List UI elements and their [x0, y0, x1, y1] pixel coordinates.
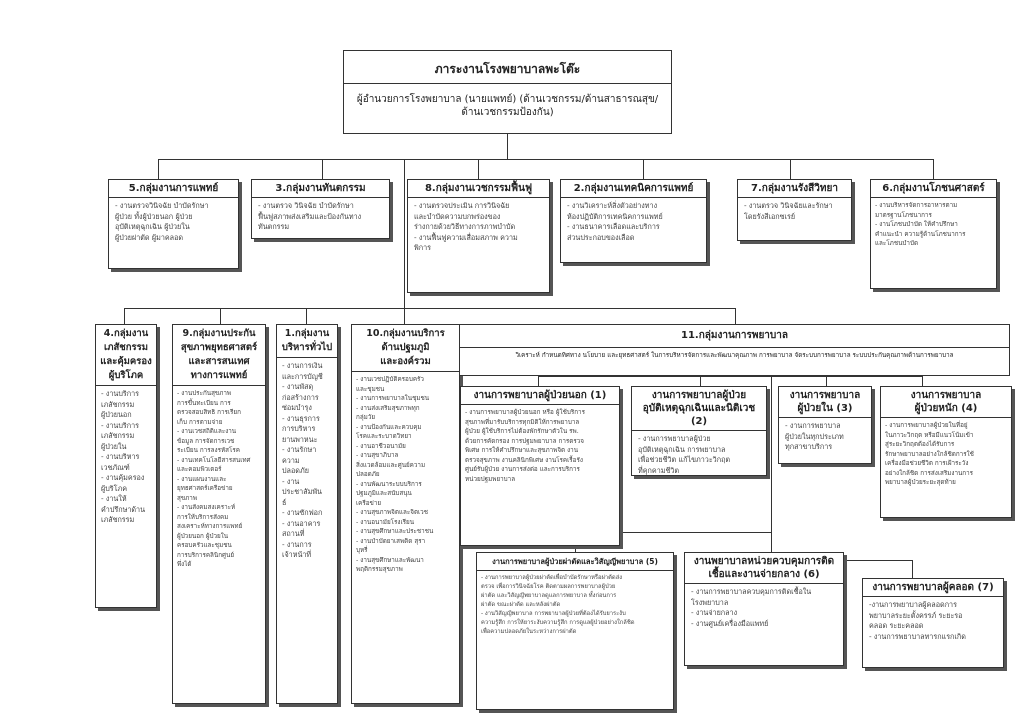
unit-title: งานการพยาบาล ผู้ป่วยหนัก (4)	[881, 387, 1011, 418]
connector	[124, 308, 125, 324]
connector	[922, 376, 923, 386]
group-duties: - งานวิเคราะห์สิ่งตัวอย่างทาง ห้องปฏิบัต…	[567, 201, 663, 242]
group-rehabilitation: 8.กลุ่มงานเวชกรรมฟื้นฟู - งานตรวจประเมิน…	[407, 179, 550, 293]
unit-duties: - งานการพยาบาลควบคุมการติดเชื้อใน โรงพยา…	[691, 587, 812, 628]
group-duties: - งานประกันสุขภาพ การขึ้นทะเบียน การ ตรว…	[177, 390, 251, 568]
group-nursing: 11.กลุ่มงานการพยาบาล วิเคราะห์ กำหนดทิศท…	[459, 324, 1010, 376]
unit-title: งานการพยาบาลผู้คลอด (7)	[863, 579, 1003, 597]
connector	[404, 308, 405, 324]
nursing-labor: งานการพยาบาลผู้คลอด (7) -งานการพยาบาลผู้…	[862, 578, 1004, 668]
group-title: 6.กลุ่มงานโภชนศาสตร์	[871, 180, 996, 198]
nursing-outpatient: งานการพยาบาลผู้ป่วยนอก (1) - งานการพยาบา…	[460, 386, 620, 546]
org-title: ภาระงานโรงพยาบาลพะโต๊ะ	[344, 51, 671, 84]
group-duties: - งานตรวจ วินิจฉัยและรักษา โดยรังสีเอกซเ…	[744, 201, 833, 221]
unit-duties: - งานการพยาบาล ผู้ป่วยในทุกประเภท ทุกสาข…	[785, 421, 844, 451]
nursing-infection-control: งานพยาบาลหน่วยควบคุมการติด เชื้อและงานจ่…	[684, 552, 844, 666]
director-title: ผู้อำนวยการโรงพยาบาล (นายแพทย์) (ด้านเวช…	[356, 94, 659, 118]
group-title: 8.กลุ่มงานเวชกรรมฟื้นฟู	[408, 180, 549, 198]
connector	[700, 376, 701, 386]
group-duties: - งานบริหารจัดการอาหารตาม มาตรฐานโภชนากา…	[875, 202, 966, 247]
group-health-insurance-strategy: 9.กลุ่มงานประกัน สุขภาพยุทธศาสตร์ และสาร…	[172, 324, 266, 704]
connector	[912, 560, 913, 578]
group-medical: 5.กลุ่มงานการแพทย์ - งานตรวจวินิจฉัย บำบ…	[108, 179, 239, 269]
group-title: 3.กลุ่มงานทันตกรรม	[252, 180, 389, 198]
connector	[538, 376, 539, 386]
nursing-emergency: งานการพยาบาลผู้ป่วย อุบัติเหตุฉุกเฉินและ…	[631, 386, 767, 476]
group-pharmacy: 4.กลุ่มงาน เภสัชกรรม และคุ้มครอง ผู้บริโ…	[95, 324, 157, 608]
group-title: 7.กลุ่มงานรังสีวิทยา	[738, 180, 851, 198]
group-duties: - งานการเงิน และการบัญชี - งานพัสดุ ก่อส…	[282, 361, 323, 559]
connector	[771, 376, 772, 560]
group-title: 2.กลุ่มงานเทคนิคการแพทย์	[561, 180, 706, 198]
group-title: 1.กลุ่มงาน บริหารทั่วไป	[277, 325, 337, 358]
group-nutrition: 6.กลุ่มงานโภชนศาสตร์ - งานบริหารจัดการอา…	[870, 179, 997, 289]
group-title: 11.กลุ่มงานการพยาบาล	[460, 325, 1009, 348]
connector	[404, 159, 405, 309]
nursing-surgery-anesthesia: งานการพยาบาลผู้ป่วยผ่าตัดและวิสัญญีพยาบา…	[476, 552, 674, 710]
group-title: 9.กลุ่มงานประกัน สุขภาพยุทธศาสตร์ และสาร…	[173, 325, 265, 386]
unit-title: งานการพยาบาลผู้ป่วยผ่าตัดและวิสัญญีพยาบา…	[477, 553, 673, 571]
connector	[575, 532, 771, 533]
connector	[158, 159, 933, 160]
connector	[933, 159, 934, 179]
group-radiology: 7.กลุ่มงานรังสีวิทยา - งานตรวจ วินิจฉัยแ…	[737, 179, 852, 241]
connector	[306, 308, 307, 324]
unit-duties: - งานการพยาบาลผู้ป่วยนอก หรือ ผู้ใช้บริก…	[465, 409, 585, 483]
connector	[507, 134, 508, 160]
connector	[735, 308, 736, 324]
nursing-icu: งานการพยาบาล ผู้ป่วยหนัก (4) - งานการพยา…	[880, 386, 1012, 518]
connector	[643, 159, 644, 179]
group-duties: - งานตรวจวินิจฉัย บำบัดรักษา ผู้ป่วย ทั้…	[115, 201, 209, 242]
group-title: 5.กลุ่มงานการแพทย์	[109, 180, 238, 198]
group-primary-care: 10.กลุ่มงานบริการ ด้านปฐมภูมิ และองค์รวม…	[351, 324, 460, 704]
group-duties: - งานเวชปฏิบัติครอบครัว และชุมชน - งานกา…	[356, 376, 434, 573]
unit-title: งานการพยาบาลผู้ป่วย อุบัติเหตุฉุกเฉินและ…	[632, 387, 766, 431]
unit-duties: - งานการพยาบาลผู้ป่วยผ่าตัดเพื่อบำบัดรัก…	[481, 575, 635, 635]
group-title: 10.กลุ่มงานบริการ ด้านปฐมภูมิ และองค์รวม	[352, 325, 459, 372]
connector	[158, 159, 159, 179]
group-medical-technology: 2.กลุ่มงานเทคนิคการแพทย์ - งานวิเคราะห์ส…	[560, 179, 707, 263]
connector	[478, 159, 479, 179]
connector	[322, 159, 323, 179]
group-dental: 3.กลุ่มงานทันตกรรม - งานตรวจ วินิจฉัย บำ…	[251, 179, 390, 239]
unit-duties: - งานการพยาบาลผู้ป่วยในที่อยู่ ในภาวะวิก…	[885, 422, 974, 486]
unit-duties: -งานการพยาบาลผู้คลอดการ พยาบาลระยะตั้งคร…	[869, 600, 966, 641]
group-general-administration: 1.กลุ่มงาน บริหารทั่วไป - งานการเงิน และ…	[276, 324, 338, 704]
connector	[790, 159, 791, 179]
unit-title: งานการพยาบาล ผู้ป่วยใน (3)	[779, 387, 871, 418]
connector	[124, 308, 735, 309]
connector	[538, 376, 922, 377]
group-description: วิเคราะห์ กำหนดทิศทาง นโยบาย และยุทธศาสต…	[515, 352, 954, 359]
connector	[220, 308, 221, 324]
nursing-inpatient: งานการพยาบาล ผู้ป่วยใน (3) - งานการพยาบา…	[778, 386, 872, 464]
unit-title: งานการพยาบาลผู้ป่วยนอก (1)	[461, 387, 619, 405]
connector	[826, 376, 827, 386]
group-duties: - งานบริการ เภสัชกรรม ผู้ป่วยนอก - งานบร…	[101, 389, 146, 524]
group-duties: - งานตรวจประเมิน การวินิจฉัย และบำบัดควา…	[414, 201, 518, 252]
unit-title: งานพยาบาลหน่วยควบคุมการติด เชื้อและงานจ่…	[685, 553, 843, 584]
group-duties: - งานตรวจ วินิจฉัย บำบัดรักษา ฟื้นฟูสภาพ…	[258, 201, 362, 231]
unit-duties: - งานการพยาบาลผู้ป่วย อุบัติเหตุฉุกเฉิน …	[638, 434, 731, 475]
group-title: 4.กลุ่มงาน เภสัชกรรม และคุ้มครอง ผู้บริโ…	[96, 325, 156, 386]
hospital-director-box: ภาระงานโรงพยาบาลพะโต๊ะ ผู้อำนวยการโรงพยา…	[343, 50, 672, 134]
